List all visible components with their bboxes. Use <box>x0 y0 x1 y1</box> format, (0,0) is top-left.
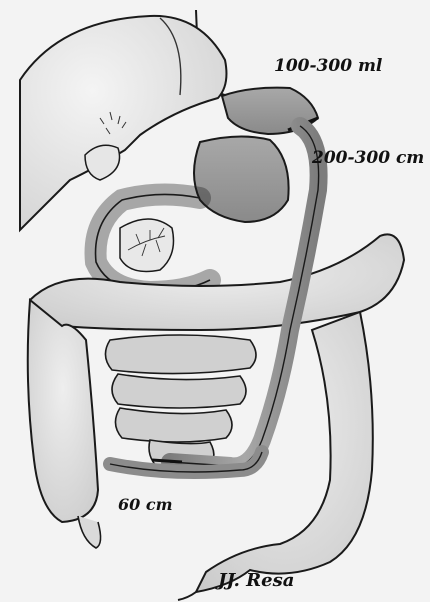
common-channel-length-label: 60 cm <box>118 497 173 513</box>
artist-signature: JJ. Resa <box>218 572 294 590</box>
remnant-stomach <box>194 136 289 222</box>
bypass-limb-length-label: 200-300 cm <box>312 150 424 167</box>
anastomosis-mark <box>152 460 182 462</box>
stomach-volume-label: 100-300 ml <box>274 58 382 75</box>
pancreas <box>120 219 174 272</box>
